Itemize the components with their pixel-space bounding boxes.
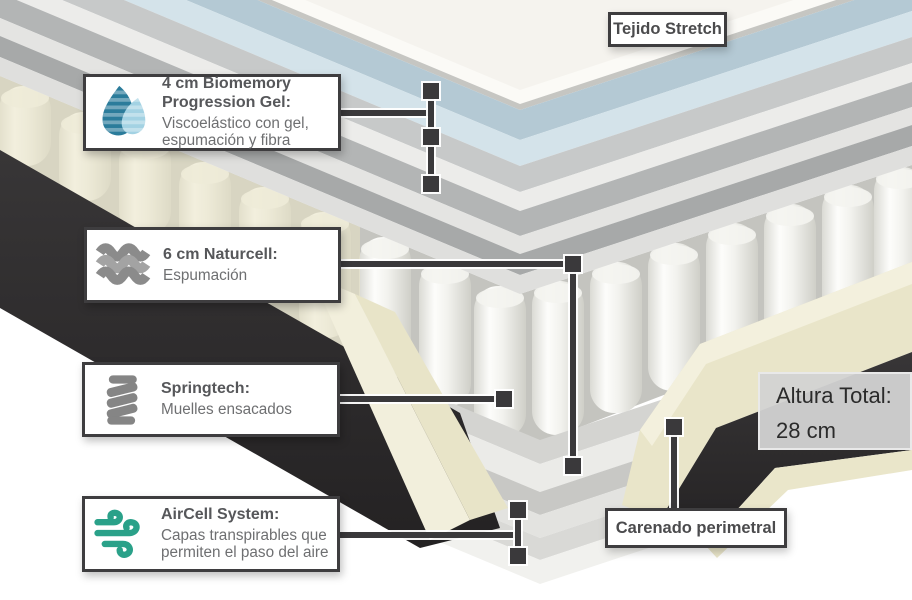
connector-naturcell-line xyxy=(339,259,575,269)
callout-naturcell-body: Espumación xyxy=(163,266,248,284)
gel-drops-icon xyxy=(94,83,152,143)
total-height-value: 28 cm xyxy=(776,418,836,443)
callout-naturcell: 6 cm Naturcell: Espumación xyxy=(84,227,341,303)
connector-naturcell-span xyxy=(568,260,578,469)
callout-biomemory-body: Viscoelástico con gel, espumación y fibr… xyxy=(162,114,309,150)
connector-naturcell-marker-bottom xyxy=(563,456,583,476)
perimeter-foam-bottom-right xyxy=(705,450,912,558)
connector-biomemory-marker-mid xyxy=(421,127,441,147)
connector-aircell-span xyxy=(513,506,523,558)
connector-aircell-marker-top xyxy=(508,500,528,520)
callout-aircell-title: AirCell System: xyxy=(161,506,280,524)
perimeter-foam-left xyxy=(312,276,508,540)
connector-biomemory-marker-bottom xyxy=(421,174,441,194)
connector-biomemory-marker-top xyxy=(421,81,441,101)
connector-springtech-marker xyxy=(494,389,514,409)
callout-springtech-title: Springtech: xyxy=(161,380,250,398)
mattress-top-layers xyxy=(0,0,912,294)
label-tejido-stretch: Tejido Stretch xyxy=(608,12,727,47)
connector-biomemory-line xyxy=(339,108,433,118)
callout-aircell-body: Capas transpirables que permiten el paso… xyxy=(161,526,329,562)
connector-carenado-marker xyxy=(664,417,684,437)
callout-biomemory-title: 4 cm Biomemory Progression Gel: xyxy=(162,75,291,112)
layer-gel-blue xyxy=(186,0,912,140)
callout-naturcell-title: 6 cm Naturcell: xyxy=(163,245,278,263)
total-height-label: Altura Total: xyxy=(776,383,892,408)
connector-aircell-line xyxy=(338,530,520,540)
callout-springtech: Springtech: Muelles ensacados xyxy=(82,362,340,437)
connector-springtech-line xyxy=(338,394,506,404)
pocket-springs-icon xyxy=(93,370,151,430)
total-height-badge: Altura Total: 28 cm xyxy=(758,372,912,450)
callout-springtech-body: Muelles ensacados xyxy=(161,401,292,419)
foam-waves-icon xyxy=(95,243,153,287)
label-carenado-perimetral: Carenado perimetral xyxy=(605,508,787,548)
callout-aircell: AirCell System: Capas transpirables que … xyxy=(82,496,340,572)
pocket-springs xyxy=(0,76,912,450)
connector-aircell-marker-bottom xyxy=(508,546,528,566)
connector-naturcell-marker-top xyxy=(563,254,583,274)
airflow-icon xyxy=(93,508,151,560)
connector-carenado-line xyxy=(669,425,679,511)
callout-biomemory: 4 cm Biomemory Progression Gel: Viscoelá… xyxy=(83,74,341,151)
